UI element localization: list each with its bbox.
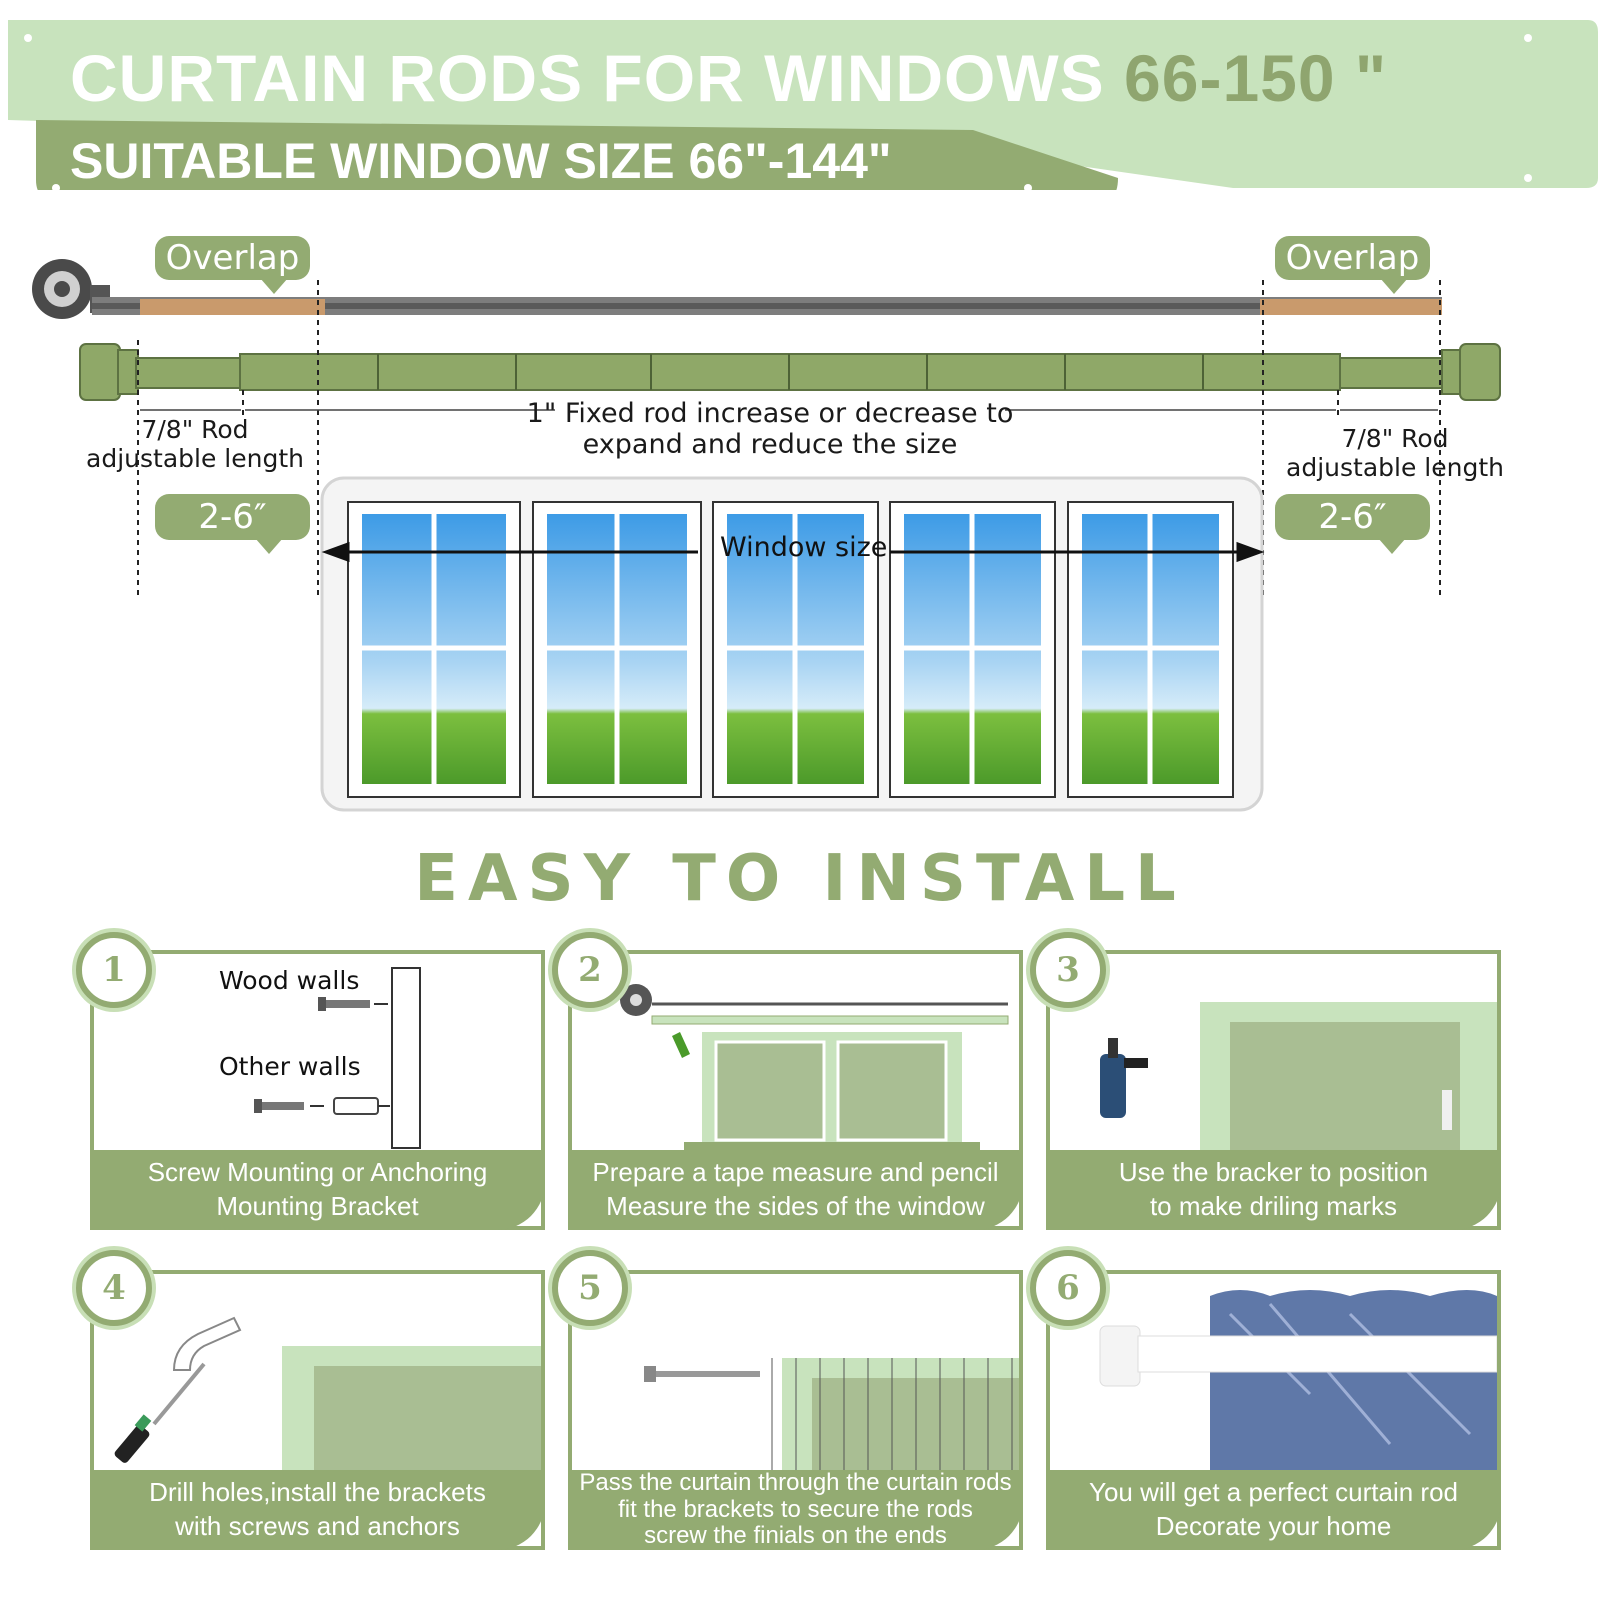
rod-end-icon (644, 1366, 760, 1382)
step-2-caption: Prepare a tape measure and pencil Measur… (568, 1150, 1023, 1230)
step-4-card: Drill holes,install the brackets with sc… (90, 1270, 545, 1550)
curtain-panel (1210, 1290, 1497, 1474)
step-3-number: 3 (1030, 932, 1106, 1008)
fixed-rod-label-line1: 1" Fixed rod increase or decrease to (526, 398, 1014, 429)
fixed-rod-label-line2: expand and reduce the size (582, 429, 958, 461)
step-4-caption: Drill holes,install the brackets with sc… (90, 1470, 545, 1550)
rod-right-label-line2: adjustable length (1286, 452, 1504, 482)
step-6-number: 6 (1030, 1250, 1106, 1326)
fixed-rod-label: 1" Fixed rod increase or decrease to exp… (520, 398, 1020, 460)
step-4-caption-line1: Drill holes,install the brackets (149, 1477, 486, 1508)
overlap-right-callout-tail (1380, 278, 1408, 294)
overlap-left-callout-tail (260, 278, 288, 294)
header-banner (8, 20, 1598, 190)
step-5-card: Pass the curtain through the curtain rod… (568, 1270, 1023, 1550)
step-3-caption-line2: to make driling marks (1149, 1191, 1398, 1221)
step-6-caption-line1: You will get a perfect curtain rod (1088, 1477, 1459, 1508)
window-illustration (320, 476, 1265, 812)
wood-screw-icon (318, 997, 388, 1011)
step-1-number: 1 (76, 932, 152, 1008)
step-5-caption-line3: screw the finials on the ends (644, 1522, 947, 1550)
curtain-rod (79, 343, 1501, 401)
overlap-left-segment (140, 299, 325, 315)
step-2-caption-line2: Measure the sides of the window (606, 1191, 985, 1221)
dimension-guides (137, 280, 1441, 600)
page-subtitle: SUITABLE WINDOW SIZE 66"-144" (70, 133, 892, 189)
screwdriver-icon (114, 1362, 206, 1463)
step-2-card: Prepare a tape measure and pencil Measur… (568, 950, 1023, 1230)
step-6-card: You will get a perfect curtain rod Decor… (1046, 1270, 1501, 1550)
step-3-caption-line1: Use the bracker to position (1118, 1157, 1429, 1188)
step-5-caption-line2: fit the brackets to secure the rods (618, 1495, 973, 1523)
overlap-right-callout: Overlap (1275, 236, 1430, 280)
curtain-pass-illustration (644, 1358, 1019, 1474)
step-5-number: 5 (552, 1250, 628, 1326)
page-title: CURTAIN RODS FOR WINDOWS 66-150 " (70, 40, 1387, 116)
rod-left-label-line1: 7/8" Rod (141, 415, 249, 444)
window-pane-4 (889, 501, 1056, 798)
step-2-caption-line1: Prepare a tape measure and pencil (592, 1157, 999, 1188)
screw-diagram (254, 967, 421, 1149)
tape-measure (32, 259, 1442, 319)
title-range: 66-150 " (1124, 41, 1388, 115)
rod-left-label: 7/8" Rod adjustable length (80, 415, 310, 474)
drill-marks-illustration (1100, 1002, 1497, 1154)
window-pane-2 (532, 501, 702, 798)
step-2-number: 2 (552, 932, 628, 1008)
adjust-right-callout: 2-6″ (1275, 494, 1430, 540)
window-pane-5 (1067, 501, 1234, 798)
drill-icon (1100, 1038, 1148, 1118)
rod-left-label-line2: adjustable length (86, 443, 304, 473)
step-6-caption: You will get a perfect curtain rod Decor… (1046, 1470, 1501, 1550)
window-pane-3 (712, 501, 879, 798)
rod-right-label: 7/8" Rod adjustable length (1280, 424, 1510, 483)
white-rod (1099, 1325, 1497, 1387)
adjust-left-callout: 2-6″ (155, 494, 310, 540)
step-1-card: Wood walls Other walls Screw Mounting or… (90, 950, 545, 1230)
step-3-caption: Use the bracker to position to make dril… (1046, 1150, 1501, 1230)
overlap-left-callout: Overlap (155, 236, 310, 280)
finished-curtain-illustration (1099, 1290, 1497, 1474)
title-main: CURTAIN RODS FOR WINDOWS (70, 41, 1105, 115)
wood-walls-label: Wood walls (219, 966, 360, 995)
bracket-icon (172, 1316, 242, 1371)
other-walls-label: Other walls (219, 1052, 361, 1081)
window-pane-1 (347, 501, 521, 798)
adjust-right-callout-tail (1378, 538, 1406, 554)
measure-window-illustration (620, 984, 1009, 1154)
step-5-caption: Pass the curtain through the curtain rod… (568, 1468, 1023, 1550)
adjust-left-callout-tail (255, 538, 283, 554)
step-3-card: Use the bracker to position to make dril… (1046, 950, 1501, 1230)
step-5-caption-line1: Pass the curtain through the curtain rod… (579, 1468, 1012, 1496)
step-1-caption: Screw Mounting or Anchoring Mounting Bra… (90, 1150, 545, 1230)
tape-measure-icon (620, 984, 652, 1016)
step-4-number: 4 (76, 1250, 152, 1326)
install-title: EASY TO INSTALL (414, 842, 1186, 916)
step-6-caption-line2: Decorate your home (1155, 1511, 1392, 1541)
step-1-caption-line1: Screw Mounting or Anchoring (147, 1157, 488, 1188)
step-4-caption-line2: with screws and anchors (175, 1511, 460, 1541)
overlap-right-segment (1260, 299, 1442, 315)
curtain-sheer (771, 1358, 1013, 1474)
window-size-label: Window size (720, 532, 888, 563)
rod-right-label-line1: 7/8" Rod (1341, 424, 1449, 453)
window-size-arrow (321, 541, 1265, 563)
install-brackets-illustration (114, 1316, 541, 1474)
step-1-caption-line2: Mounting Bracket (216, 1191, 419, 1221)
pencil-icon (672, 1032, 690, 1058)
anchor-screw-icon (254, 1097, 390, 1115)
